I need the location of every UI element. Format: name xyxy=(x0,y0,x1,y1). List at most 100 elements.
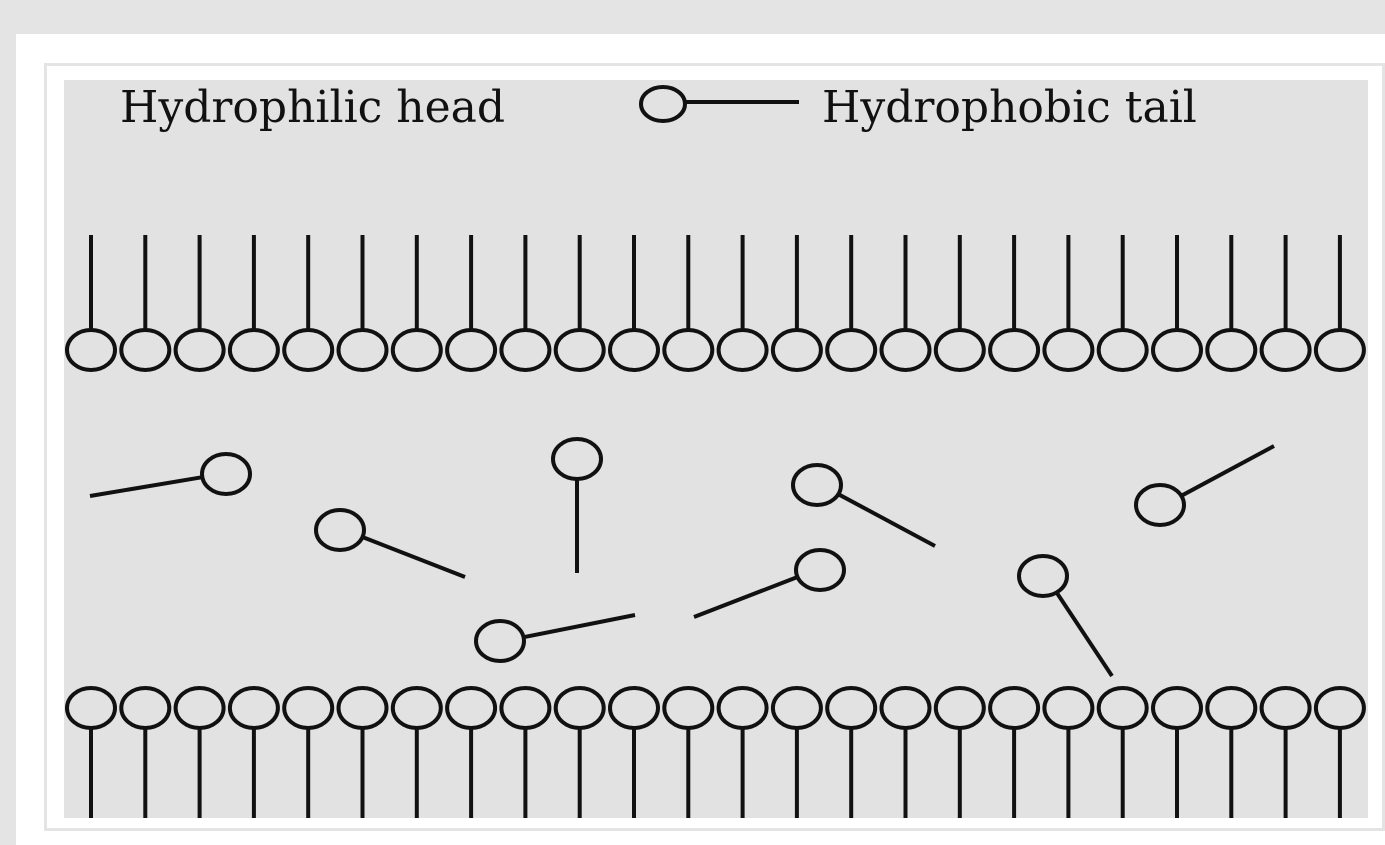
hydrophilic-head xyxy=(1044,688,1092,728)
hydrophilic-head xyxy=(773,330,821,370)
legend-head-label: Hydrophilic head xyxy=(120,82,505,133)
hydrophilic-head xyxy=(339,330,387,370)
legend-molecule-icon xyxy=(641,87,799,121)
top-lipid-layer xyxy=(67,235,1368,370)
hydrophilic-head xyxy=(1153,330,1201,370)
hydrophilic-head xyxy=(990,330,1038,370)
top-layer-lipid xyxy=(990,235,1038,370)
top-layer-lipid xyxy=(501,235,549,370)
diagram-canvas: Hydrophilic head Hydrophobic tail xyxy=(64,80,1368,818)
hydrophilic-head xyxy=(796,550,844,590)
top-layer-lipid xyxy=(664,235,712,370)
hydrophobic-tail xyxy=(524,615,635,637)
hydrophilic-head xyxy=(121,330,169,370)
top-layer-lipid xyxy=(556,235,604,370)
bottom-layer-lipid xyxy=(990,688,1038,818)
bottom-layer-lipid xyxy=(121,688,169,818)
hydrophilic-head xyxy=(610,330,658,370)
hydrophilic-head xyxy=(1099,330,1147,370)
bottom-layer-lipid xyxy=(1153,688,1201,818)
top-layer-lipid xyxy=(67,235,115,370)
hydrophilic-head xyxy=(793,465,841,505)
bottom-layer-lipid xyxy=(664,688,712,818)
top-layer-lipid xyxy=(339,235,387,370)
bottom-layer-lipid xyxy=(610,688,658,818)
bottom-layer-lipid xyxy=(447,688,495,818)
hydrophilic-head xyxy=(501,330,549,370)
hydrophilic-head xyxy=(501,688,549,728)
top-layer-lipid xyxy=(719,235,767,370)
top-layer-lipid xyxy=(176,235,224,370)
hydrophilic-head xyxy=(121,688,169,728)
hydrophilic-head xyxy=(1207,330,1255,370)
hydrophobic-tail xyxy=(1057,592,1112,676)
hydrophilic-head xyxy=(1262,330,1310,370)
top-layer-lipid xyxy=(1044,235,1092,370)
top-layer-lipid xyxy=(773,235,821,370)
hydrophilic-head xyxy=(230,330,278,370)
bottom-layer-lipid xyxy=(67,688,115,818)
hydrophilic-head xyxy=(230,688,278,728)
hydrophilic-head xyxy=(176,688,224,728)
hydrophilic-head xyxy=(664,330,712,370)
hydrophilic-head xyxy=(67,330,115,370)
bottom-layer-lipid xyxy=(556,688,604,818)
bottom-lipid-layer xyxy=(67,688,1368,818)
hydrophilic-head xyxy=(176,330,224,370)
hydrophilic-head xyxy=(990,688,1038,728)
hydrophilic-head xyxy=(202,454,250,494)
top-layer-lipid xyxy=(1153,235,1201,370)
hydrophilic-head xyxy=(773,688,821,728)
hydrophilic-head xyxy=(719,330,767,370)
bottom-layer-lipid xyxy=(1044,688,1092,818)
hydrophilic-head xyxy=(447,330,495,370)
free-lipid-molecule xyxy=(694,550,844,617)
hydrophilic-head xyxy=(719,688,767,728)
hydrophilic-head xyxy=(1153,688,1201,728)
hydrophilic-head xyxy=(1207,688,1255,728)
top-layer-lipid xyxy=(882,235,930,370)
free-lipid-molecule xyxy=(553,439,601,573)
top-layer-lipid xyxy=(284,235,332,370)
hydrophilic-head xyxy=(936,688,984,728)
hydrophilic-head xyxy=(936,330,984,370)
bottom-layer-lipid xyxy=(230,688,278,818)
hydrophilic-head xyxy=(1262,688,1310,728)
hydrophilic-head xyxy=(553,439,601,479)
top-layer-lipid xyxy=(121,235,169,370)
legend: Hydrophilic head Hydrophobic tail xyxy=(120,82,1197,133)
top-layer-lipid xyxy=(1262,235,1310,370)
bottom-layer-lipid xyxy=(501,688,549,818)
hydrophilic-head xyxy=(393,330,441,370)
free-lipid-molecule xyxy=(1019,556,1112,676)
legend-tail-label: Hydrophobic tail xyxy=(822,82,1197,133)
hydrophilic-head xyxy=(664,688,712,728)
hydrophilic-head xyxy=(1316,688,1364,728)
bottom-layer-lipid xyxy=(827,688,875,818)
bottom-layer-lipid xyxy=(284,688,332,818)
hydrophilic-head xyxy=(67,688,115,728)
top-layer-lipid xyxy=(1316,235,1364,370)
hydrophobic-tail xyxy=(1181,446,1274,496)
bottom-layer-lipid xyxy=(882,688,930,818)
hydrophilic-head xyxy=(1099,688,1147,728)
free-lipid-molecule xyxy=(316,510,465,577)
hydrophilic-head xyxy=(1136,485,1184,525)
hydrophilic-head xyxy=(316,510,364,550)
hydrophilic-head xyxy=(393,688,441,728)
hydrophobic-tail xyxy=(694,577,798,617)
free-lipid-molecule xyxy=(90,454,250,496)
hydrophilic-head xyxy=(827,688,875,728)
bottom-layer-lipid xyxy=(339,688,387,818)
hydrophilic-head xyxy=(447,688,495,728)
bottom-layer-lipid xyxy=(176,688,224,818)
hydrophilic-head xyxy=(610,688,658,728)
hydrophilic-head xyxy=(284,688,332,728)
bottom-layer-lipid xyxy=(719,688,767,818)
bottom-layer-lipid xyxy=(1207,688,1255,818)
bottom-layer-lipid xyxy=(1262,688,1310,818)
top-layer-lipid xyxy=(230,235,278,370)
hydrophobic-tail xyxy=(838,494,935,546)
hydrophobic-tail xyxy=(90,477,202,496)
hydrophilic-head xyxy=(827,330,875,370)
